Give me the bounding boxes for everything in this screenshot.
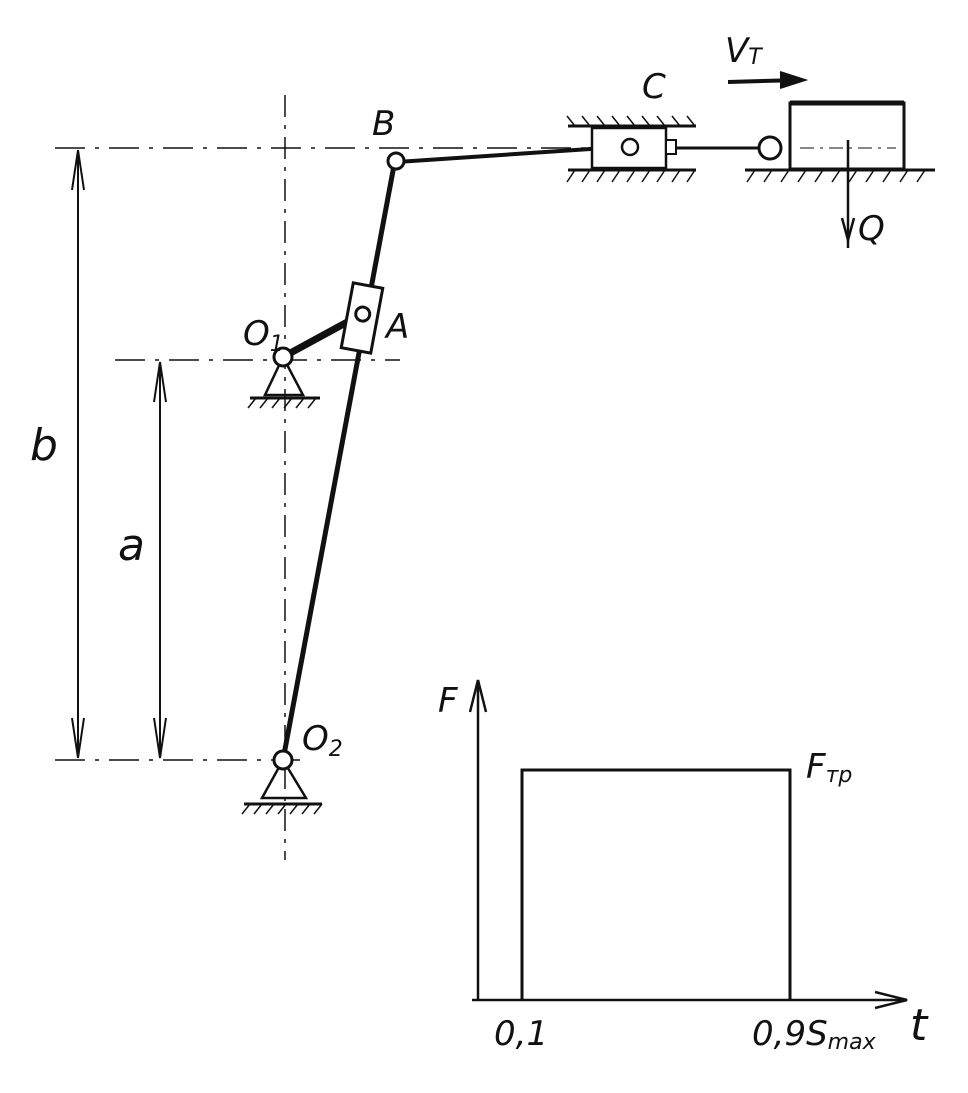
- label-O1: O1: [243, 314, 284, 357]
- label-O2: O2: [302, 719, 343, 762]
- slider-c: [566, 115, 696, 183]
- label-b: b: [30, 420, 58, 471]
- label-V: VT: [725, 31, 763, 71]
- pivot-support-o2: [241, 749, 323, 815]
- graph-tick-start: 0,1: [494, 1014, 548, 1054]
- label-A: A: [384, 307, 409, 347]
- pivot-support-o1: [247, 346, 320, 409]
- coupler-link: [396, 145, 621, 164]
- graph-y-label: F: [438, 681, 458, 721]
- label-a: a: [118, 520, 145, 571]
- label-B: B: [372, 104, 395, 144]
- label-Q: Q: [858, 209, 885, 249]
- rocker-link: [280, 159, 398, 761]
- velocity-arrow: [727, 71, 809, 89]
- slider-block-a: [339, 281, 385, 355]
- dimension-a: [153, 361, 167, 759]
- graph-tick-end: 0,9Smax: [752, 1014, 877, 1055]
- graph-x-label: t: [910, 1000, 929, 1051]
- graph-level-label: Fтр: [806, 747, 852, 788]
- label-C: C: [642, 67, 666, 107]
- weight-arrow: [840, 140, 856, 248]
- push-rod-head: [757, 135, 783, 161]
- joint-b: [386, 151, 406, 171]
- dimension-b: [71, 149, 85, 759]
- force-graph: [468, 679, 908, 1010]
- force-profile: [520, 768, 792, 1000]
